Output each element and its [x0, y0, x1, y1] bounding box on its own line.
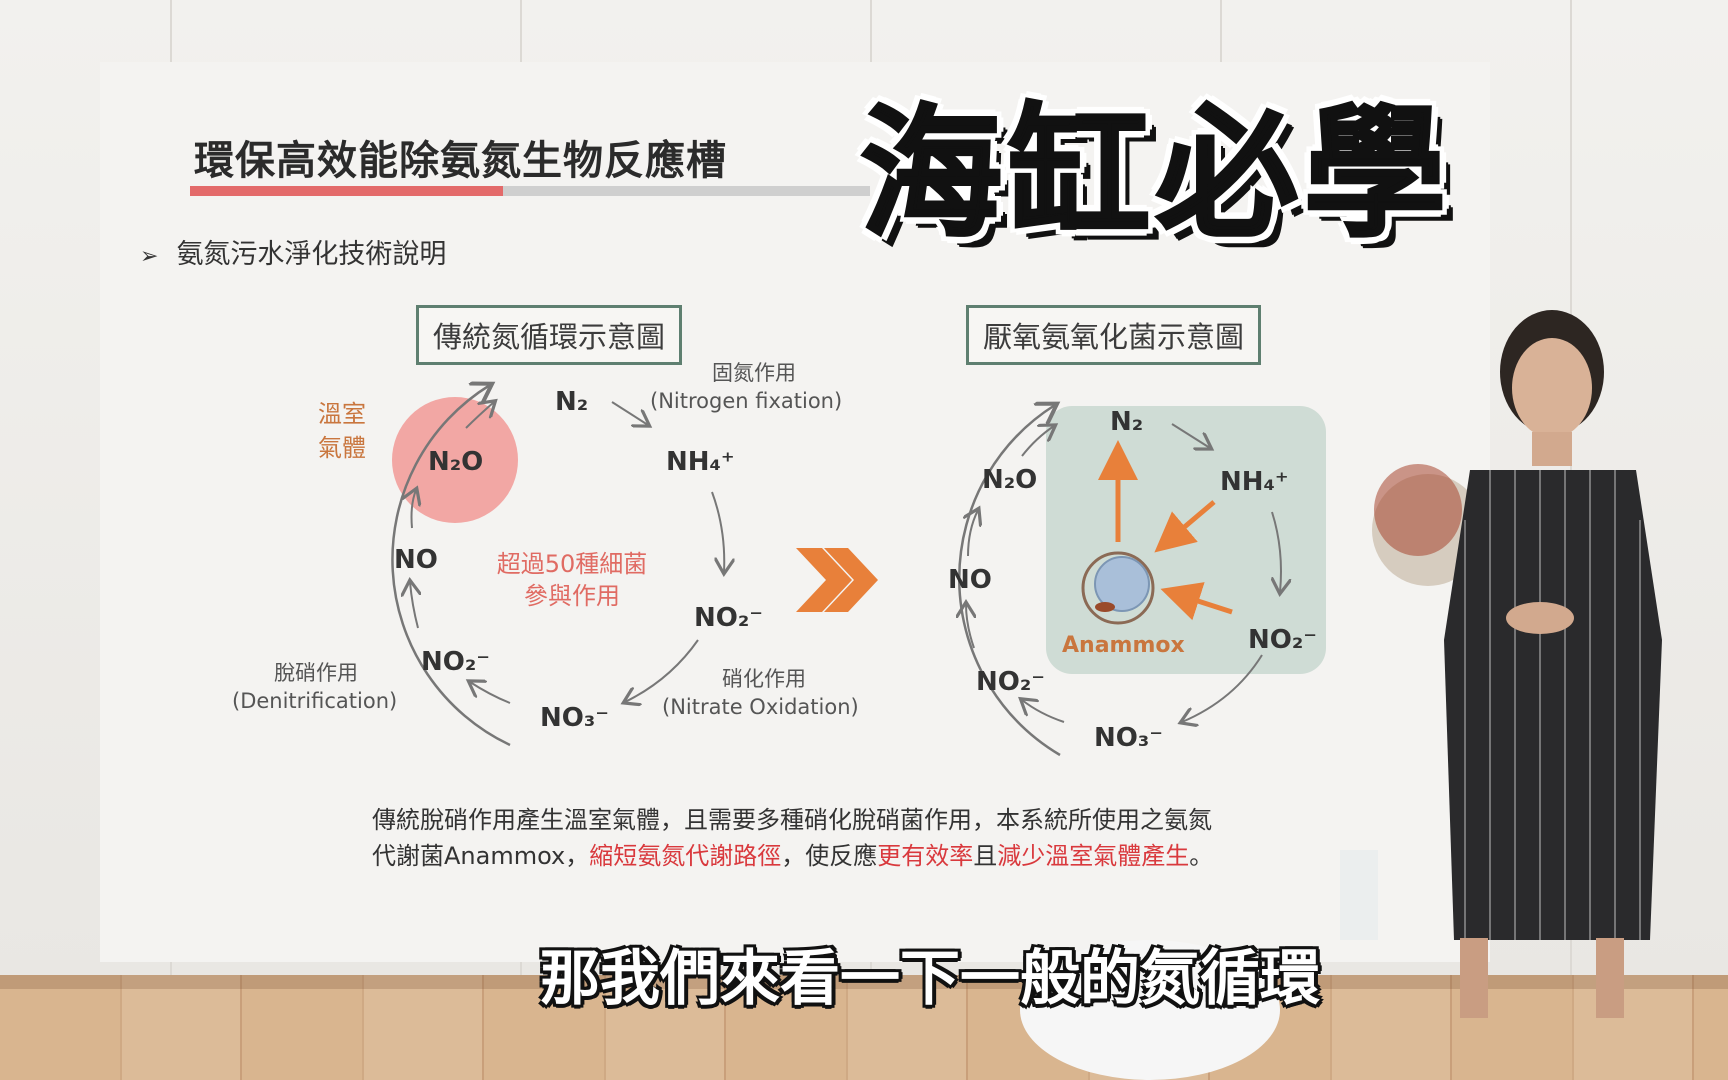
right-arrow-nh4-no2	[1272, 511, 1281, 592]
arrow-no2-no3	[625, 639, 699, 702]
arrow-no-n2o	[412, 490, 417, 529]
anammox-cell	[1081, 551, 1155, 625]
greenhouse-gas-circle	[392, 397, 518, 523]
left-no2-left-label: NO₂⁻	[421, 647, 490, 677]
left-nh4-label: NH₄⁺	[666, 447, 735, 477]
left-no2-right-label: NO₂⁻	[694, 603, 763, 633]
left-diagram-title: 傳統氮循環示意圖	[416, 305, 683, 365]
desc-text: 。	[1189, 842, 1214, 870]
arrow-no2-no	[410, 582, 418, 629]
fixation-en-label: (Nitrogen fixation)	[650, 389, 842, 413]
bullet-text: 氨氮污水淨化技術說明	[176, 239, 447, 270]
right-arrow-no2-no3	[1182, 654, 1263, 722]
center-note-2: 參與作用	[524, 582, 620, 610]
right-outer-arc	[958, 405, 1061, 757]
floor-shadow	[0, 975, 1728, 989]
greenhouse-label-2: 氣體	[318, 434, 366, 462]
title-underline	[190, 186, 870, 196]
right-arrow-no3-no2	[1022, 700, 1065, 723]
greenhouse-label-1: 溫室	[318, 400, 366, 428]
right-arrow-no-n2o	[968, 510, 978, 557]
desc-highlight: 縮短氨氮代謝路徑	[589, 842, 782, 870]
right-no2-left-label: NO₂⁻	[976, 667, 1045, 697]
denit-en-label: (Denitrification)	[232, 689, 397, 713]
right-arrow-n2o-n2	[1021, 426, 1054, 457]
desc-text: 代謝菌Anammox，	[372, 842, 590, 870]
center-note-1: 超過50種細菌	[497, 550, 648, 578]
anammox-arrow-nh4	[1154, 500, 1216, 553]
fixation-zh-label: 固氮作用	[712, 361, 796, 385]
desc-text: ，使反應	[781, 842, 878, 870]
right-diagram-title: 厭氧氨氧化菌示意圖	[966, 305, 1262, 365]
arrow-n2o-n2	[465, 402, 494, 429]
description-line-1: 傳統脫硝作用產生溫室氣體，且需要多種硝化脫硝菌作用，本系統所使用之氨氮	[372, 806, 1212, 834]
nitrate-zh-label: 硝化作用	[722, 667, 806, 691]
right-n2-label: N₂	[1110, 407, 1143, 437]
arrow-no3-no2	[470, 682, 511, 704]
left-n2o-label: N₂O	[428, 447, 483, 477]
nitrate-en-label: (Nitrate Oxidation)	[662, 695, 859, 719]
anammox-arrow-no2	[1160, 582, 1233, 621]
right-arrow-no2-no	[966, 604, 974, 649]
video-subtitle: 那我們來看一下一般的氮循環	[540, 944, 1320, 1014]
right-nh4-label: NH₄⁺	[1220, 467, 1289, 497]
denit-zh-label: 脫硝作用	[274, 661, 358, 685]
wood-floor	[0, 975, 1728, 1080]
overlay-title: 海缸必學	[859, 91, 1452, 259]
bullet-arrow-icon: ➢	[140, 244, 159, 269]
anammox-label: Anammox	[1062, 633, 1185, 658]
slide-title: 環保高效能除氨氮生物反應槽	[194, 138, 727, 184]
left-n2-label: N₂	[555, 387, 588, 417]
presenter-figure	[1020, 310, 1662, 1080]
arrow-nh4-no2	[711, 491, 724, 572]
description-line-2: 代謝菌Anammox，縮短氨氮代謝路徑，使反應更有效率且減少溫室氣體產生。	[372, 838, 1213, 874]
anammox-cell-granule	[1095, 602, 1115, 612]
slide-description: 傳統脫硝作用產生溫室氣體，且需要多種硝化脫硝菌作用，本系統所使用之氨氮 代謝菌A…	[372, 802, 1213, 874]
transition-chevron-icon	[824, 548, 878, 612]
transition-chevron-icon	[796, 548, 852, 612]
right-no2-right-label: NO₂⁻	[1248, 625, 1317, 655]
right-arrow-n2-nh4	[1171, 423, 1210, 448]
left-no-label: NO	[394, 545, 438, 575]
slide-bullet: ➢ 氨氮污水淨化技術說明	[140, 232, 446, 271]
desc-highlight: 更有效率	[877, 842, 974, 870]
right-no-label: NO	[948, 565, 992, 595]
left-no3-label: NO₃⁻	[540, 703, 609, 733]
desc-highlight: 減少溫室氣體產生	[997, 842, 1190, 870]
anammox-cell-nucleus	[1094, 556, 1150, 612]
desc-text: 且	[973, 842, 998, 870]
right-n2o-label: N₂O	[982, 465, 1037, 495]
arrow-n2-nh4	[611, 401, 648, 425]
denitrification-arc	[391, 385, 511, 747]
right-no3-label: NO₃⁻	[1094, 723, 1163, 753]
